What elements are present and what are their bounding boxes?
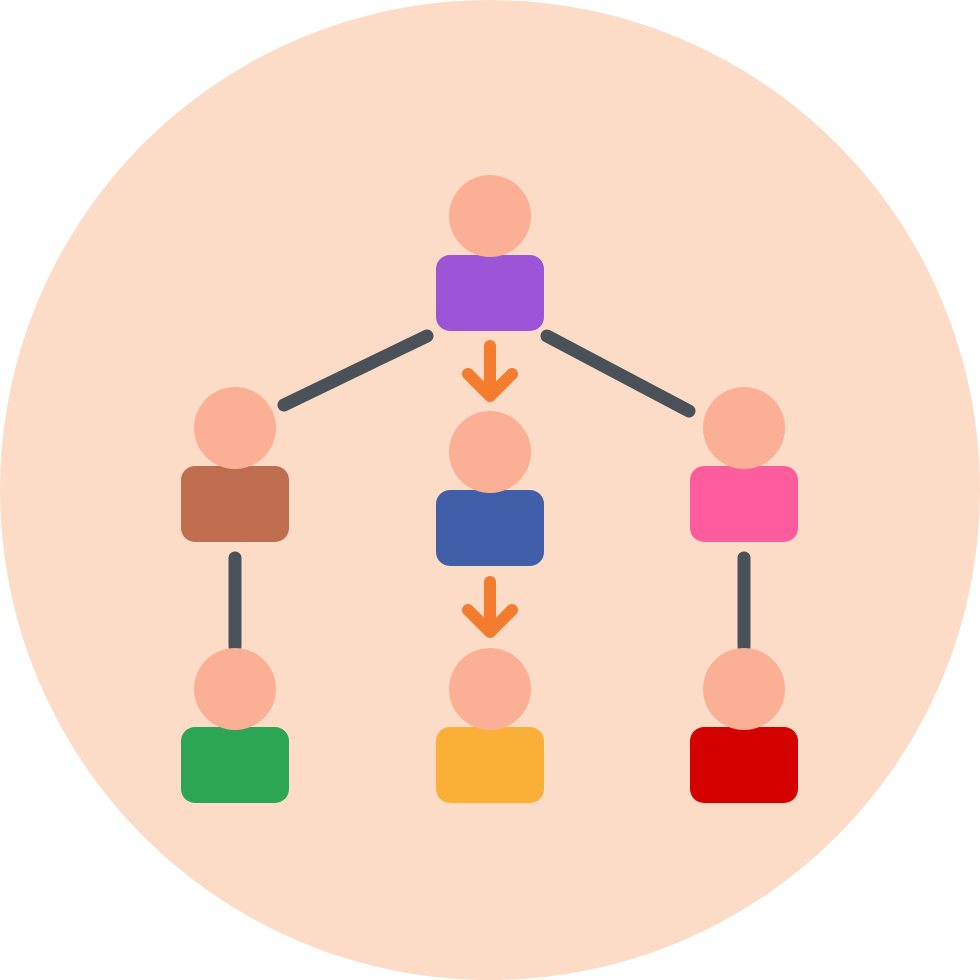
person-head — [449, 648, 531, 730]
person-shirt — [690, 466, 798, 542]
person-head — [194, 648, 276, 730]
person-icon — [690, 648, 798, 803]
person-head — [449, 175, 531, 257]
person-shirt — [181, 727, 289, 803]
person-icon — [436, 648, 544, 803]
arrow-down-icon — [462, 340, 518, 402]
connector-root-left — [277, 329, 434, 412]
person-icon — [690, 387, 798, 542]
person-head — [703, 387, 785, 469]
connector-lines — [228, 329, 751, 653]
person-shirt — [436, 255, 544, 331]
person-icon — [436, 411, 544, 566]
person-icon — [181, 648, 289, 803]
person-icon — [181, 387, 289, 542]
person-shirt — [181, 466, 289, 542]
person-shirt — [690, 727, 798, 803]
person-head — [194, 387, 276, 469]
person-head — [703, 648, 785, 730]
person-icon — [436, 175, 544, 331]
arrow-down-icon — [462, 576, 518, 638]
person-shirt — [436, 727, 544, 803]
person-head — [449, 411, 531, 493]
person-shirt — [436, 490, 544, 566]
connector-root-right — [540, 329, 696, 418]
